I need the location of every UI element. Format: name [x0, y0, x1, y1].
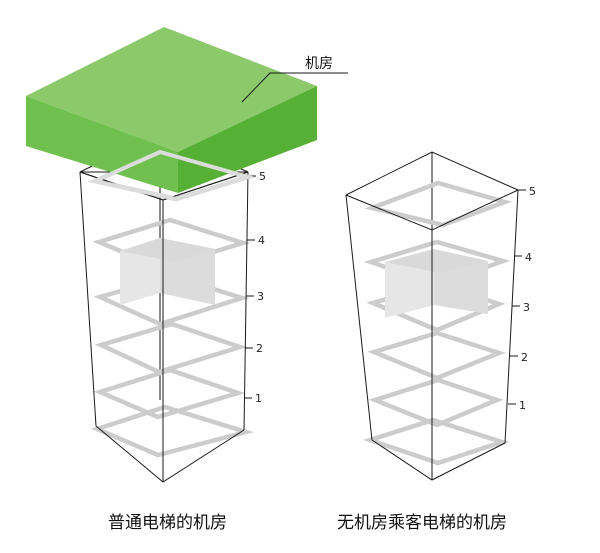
machine-room-label: 机房	[305, 56, 333, 72]
shaft-left-edge	[79, 171, 97, 427]
shaft-bottom-edges-right	[371, 439, 506, 481]
floor-number-1: 1	[255, 392, 262, 405]
floor-slab-1	[90, 404, 255, 458]
car-top-face	[120, 238, 215, 262]
shaft-right-edge-right	[504, 189, 519, 444]
floor-slab-1-right	[362, 417, 510, 466]
floor-number-5-right: 5	[529, 185, 536, 198]
machine-room-front-face	[26, 96, 178, 193]
machine-room-floor-overlap	[88, 149, 256, 202]
floor-number-3-right: 3	[523, 301, 530, 314]
machine-room-callout-line	[241, 72, 348, 103]
floor-number-2-right: 2	[521, 351, 528, 364]
machine-roomless-elevator-shaft: 5 4 3 2 1 无机房乘客电梯的机房	[337, 151, 536, 533]
left-caption: 普通电梯的机房	[108, 513, 227, 533]
machine-room-top-face	[26, 27, 317, 152]
floor-slab-2	[93, 367, 246, 420]
floor-number-4-right: 4	[525, 251, 532, 264]
floor-number-5: 5	[259, 170, 266, 183]
elevator-car-right	[385, 249, 488, 318]
car-top-face-right	[385, 249, 488, 273]
floor-slab-3-right	[367, 330, 506, 381]
floor-number-1-right: 1	[519, 399, 526, 412]
shaft-left-edge-right	[345, 194, 373, 441]
conventional-elevator-shaft: 5 4 3 2 1 机房 普通电梯的机房	[26, 27, 348, 533]
floor-number-2: 2	[256, 342, 263, 355]
shaft-right-edge	[243, 171, 249, 431]
machine-room-shaft-overlap	[79, 171, 249, 201]
elevator-car	[120, 238, 215, 305]
shaft-bottom-edges	[95, 425, 245, 483]
floor-slab-top-right	[364, 180, 513, 228]
floor-slab-2-right	[368, 377, 504, 428]
floor-number-3: 3	[257, 290, 264, 303]
floor-number-4: 4	[258, 234, 265, 247]
right-caption: 无机房乘客电梯的机房	[337, 513, 507, 533]
machine-room	[26, 27, 317, 202]
floor-slab-3	[94, 321, 248, 375]
